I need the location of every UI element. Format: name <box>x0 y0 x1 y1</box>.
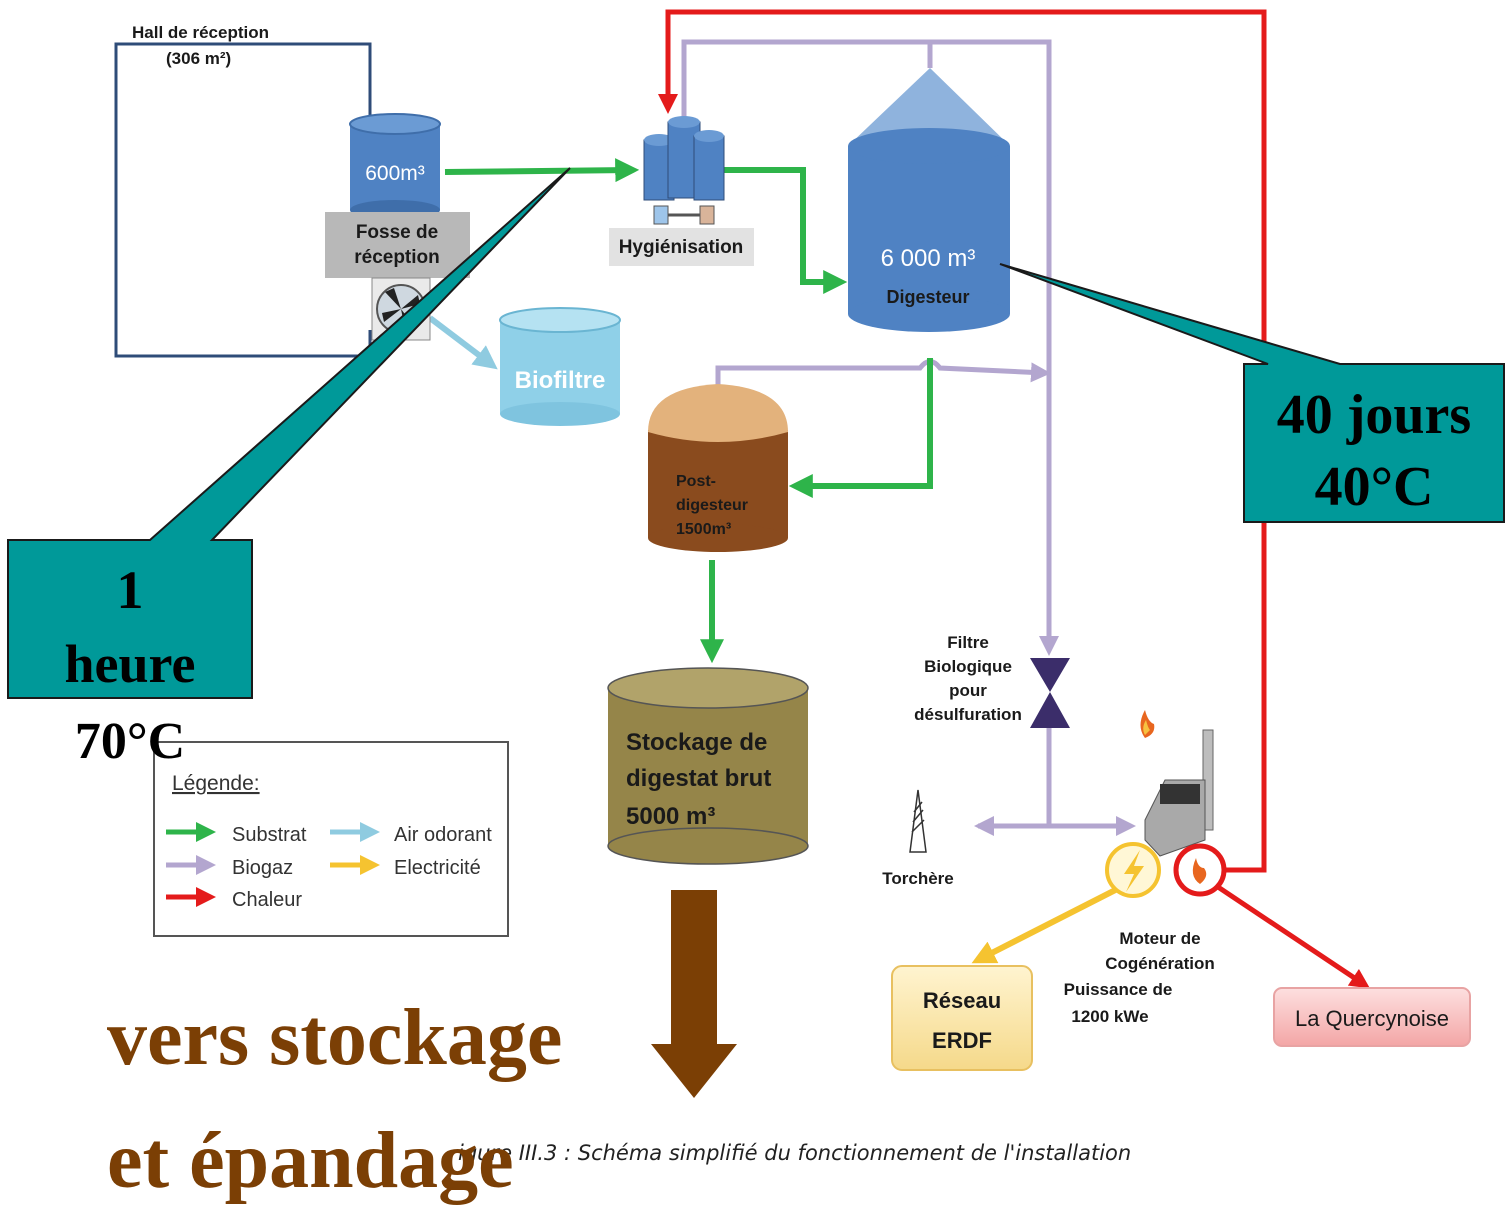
heat-to-customer-arrow <box>1213 882 1370 989</box>
grid-line1: Réseau <box>923 988 1001 1013</box>
digester-volume: 6 000 m³ <box>881 245 976 272</box>
grid-box: Réseau ERDF <box>891 965 1033 1071</box>
reception-hall: Hall de réception (306 m²) <box>114 23 372 358</box>
callout-left-line3: 70°C <box>75 713 185 770</box>
desulf-line2: Biologique <box>924 657 1012 676</box>
digester-tank: 6 000 m³ Digesteur <box>848 68 1010 332</box>
biofilter-tank: Biofiltre <box>499 307 621 426</box>
callout-left-line2: heure <box>65 634 196 694</box>
legend-title: Légende: <box>172 772 260 795</box>
reception-pit: 600m³ Fosse de réception <box>325 113 470 341</box>
storage-line3: 5000 m³ <box>626 803 715 830</box>
biofilter-label: Biofiltre <box>515 367 606 394</box>
pit-label-box <box>325 212 470 278</box>
fire-icon <box>1140 710 1155 738</box>
overlay-line2: et épandage <box>107 1117 514 1205</box>
callout-right: 40 jours 40°C <box>999 263 1505 523</box>
legend-item-chaleur: Chaleur <box>232 889 302 911</box>
substrate-lines <box>444 158 933 664</box>
hall-area: (306 m²) <box>166 49 231 68</box>
overlay-line1: vers stockage <box>107 994 562 1082</box>
pit-label-line1: Fosse de <box>356 222 438 243</box>
hall-title: Hall de réception <box>132 23 269 42</box>
pit-label-line2: réception <box>354 247 440 268</box>
desulf-line4: désulfuration <box>914 705 1022 724</box>
legend-item-biogaz: Biogaz <box>232 857 293 879</box>
down-arrow-icon <box>651 890 737 1098</box>
legend: Légende: Substrat Biogaz Chaleur Air odo… <box>153 741 509 937</box>
post-digester-line1: Post- <box>676 473 716 490</box>
desulf-line1: Filtre <box>947 633 989 652</box>
customer-box: La Quercynoise <box>1273 987 1471 1047</box>
engine-line3: Puissance de <box>1064 980 1173 999</box>
callout-left-line1: 1 <box>117 560 144 620</box>
electricity-arrow <box>971 877 1137 964</box>
grid-line2: ERDF <box>932 1028 992 1053</box>
callout-right-line2: 40°C <box>1315 456 1434 518</box>
customer-label: La Quercynoise <box>1295 1006 1449 1031</box>
hygienisation-label: Hygiénisation <box>619 237 744 258</box>
desulf-line3: pour <box>949 681 987 700</box>
electricity-icon <box>1105 842 1161 898</box>
engine-line2: Cogénération <box>1105 954 1215 973</box>
storage-line2: digestat brut <box>626 765 771 792</box>
heat-icon <box>1173 843 1227 897</box>
storage-tank: Stockage de digestat brut 5000 m³ <box>607 667 809 865</box>
legend-item-substrat: Substrat <box>232 824 307 846</box>
post-digester-line2: digesteur <box>676 497 748 514</box>
storage-line1: Stockage de <box>626 729 767 756</box>
post-digester-tank: Post- digesteur 1500m³ <box>648 384 788 552</box>
callout-right-line1: 40 jours <box>1277 384 1471 446</box>
hygienisation-unit: Hygiénisation <box>609 116 754 266</box>
post-digester-line3: 1500m³ <box>676 521 731 538</box>
digester-label: Digesteur <box>886 287 969 307</box>
chp-engine: Moteur de Cogénération Puissance de 1200… <box>1064 710 1227 1026</box>
engine-line1: Moteur de <box>1119 929 1200 948</box>
flare-label: Torchère <box>882 869 954 888</box>
flare-tower-icon <box>909 789 927 853</box>
pit-volume: 600m³ <box>365 162 425 185</box>
odor-air-arrow <box>428 315 498 370</box>
engine-line4: 1200 kWe <box>1071 1007 1148 1026</box>
callout-left: 1 heure 70°C <box>7 167 571 770</box>
legend-item-air-odorant: Air odorant <box>394 824 492 846</box>
figure-caption: igure III.3 : Schéma simplifié du foncti… <box>458 1141 1131 1165</box>
desulfurization-filter: Filtre Biologique pour désulfuration <box>914 633 1070 728</box>
spreading-overlay: vers stockage et épandage <box>107 890 737 1205</box>
heat-loop <box>658 9 1370 989</box>
legend-item-electricite: Electricité <box>394 857 481 879</box>
flare-stack: Torchère <box>882 789 954 888</box>
